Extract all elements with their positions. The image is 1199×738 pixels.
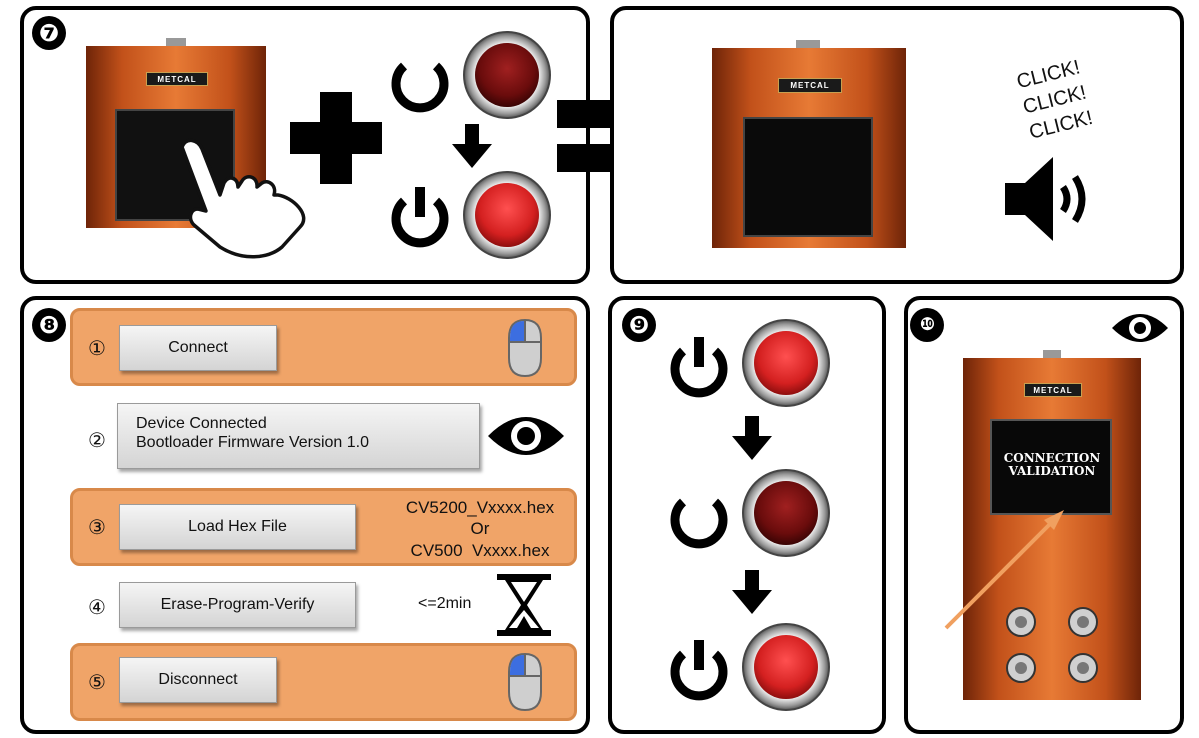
step-index: ③ <box>88 515 106 539</box>
device-status-message: Device Connected Bootloader Firmware Ver… <box>117 403 480 469</box>
plus-icon <box>290 92 382 184</box>
standby-icon <box>391 62 449 113</box>
red-button-off <box>742 469 830 557</box>
connect-button[interactable]: Connect <box>119 325 277 371</box>
erase-program-verify-button[interactable]: Erase-Program-Verify <box>119 582 356 628</box>
step-number-10: ❿ <box>910 308 944 342</box>
red-button-on <box>742 319 830 407</box>
hand-pointer-icon <box>180 138 306 259</box>
eye-icon <box>1112 314 1168 342</box>
power-icon <box>391 187 449 248</box>
step-number-8: ❽ <box>32 308 66 342</box>
eye-icon <box>488 417 564 455</box>
step-index: ④ <box>88 595 106 619</box>
arrow-down-icon <box>732 416 772 460</box>
red-button-off <box>463 31 551 119</box>
arrow-down-icon <box>732 570 772 614</box>
duration-label: <=2min <box>418 595 472 612</box>
brand-logo: METCAL <box>146 72 208 86</box>
step-number-9: ❾ <box>622 308 656 342</box>
speaker-icon <box>1005 157 1086 241</box>
step-index: ② <box>88 428 106 452</box>
device-icon <box>712 40 906 248</box>
screen-text: CONNECTION VALIDATION <box>1003 451 1101 478</box>
red-button-on <box>463 171 551 259</box>
mouse-icon <box>508 318 542 378</box>
power-icon <box>670 640 728 701</box>
brand-logo: METCAL <box>778 78 842 93</box>
disconnect-button[interactable]: Disconnect <box>119 657 277 703</box>
arrow-down-icon <box>452 124 492 168</box>
power-icon <box>670 337 728 398</box>
standby-icon <box>670 498 728 549</box>
mouse-icon <box>508 652 542 712</box>
row-connect <box>70 308 577 386</box>
red-button-on <box>742 623 830 711</box>
hex-file-name-1: CV5200_Vxxxx.hex <box>405 498 555 517</box>
device-icon <box>963 350 1141 700</box>
pointer-arrow-icon <box>944 510 1064 630</box>
hex-file-or: Or <box>470 519 490 538</box>
step-index: ① <box>88 336 106 360</box>
brand-logo: METCAL <box>1024 383 1082 397</box>
load-hex-file-button[interactable]: Load Hex File <box>119 504 356 550</box>
step-index: ⑤ <box>88 670 106 694</box>
step-number-7: ❼ <box>32 16 66 50</box>
hex-file-name-2: CV500 Vxxxx.hex <box>410 541 550 560</box>
hourglass-icon <box>497 574 551 636</box>
